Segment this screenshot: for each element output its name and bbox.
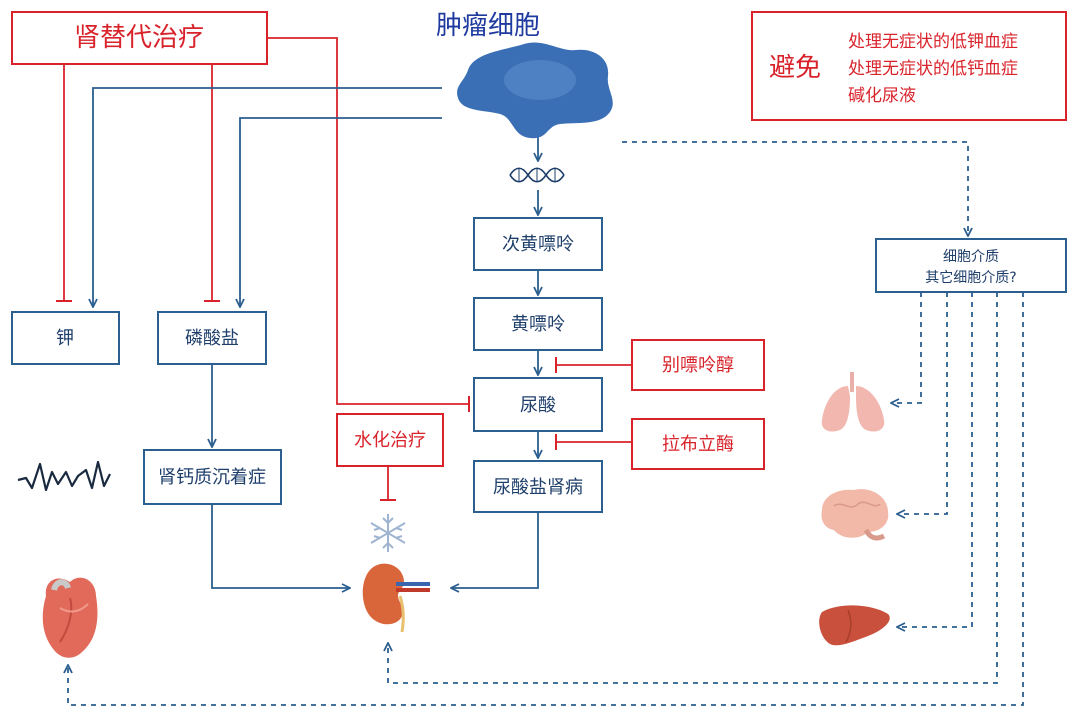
liver-icon [819, 605, 890, 646]
potassium-label: 钾 [56, 328, 74, 349]
brain-icon [821, 489, 889, 541]
allopurinol-box: 别嘌呤醇 [631, 339, 765, 391]
phosphate-label: 磷酸盐 [185, 328, 239, 349]
dashed-connectors [68, 141, 1024, 706]
uric-acid-label: 尿酸 [520, 395, 556, 416]
xanthine-label: 黄嘌呤 [511, 314, 565, 335]
blue-connectors [93, 87, 538, 588]
tumor-cell-label: 肿瘤细胞 [436, 11, 540, 41]
renal-replacement-box: 肾替代治疗 [11, 11, 268, 65]
phosphate-box: 磷酸盐 [157, 311, 267, 365]
cytokines-box: 细胞介质 其它细胞介质? [875, 238, 1067, 293]
hydration-box: 水化治疗 [336, 413, 444, 467]
hypoxanthine-box: 次黄嘌呤 [473, 217, 603, 271]
tumor-cell-icon [457, 42, 613, 139]
cytokines-line-2: 其它细胞介质? [925, 269, 1016, 286]
nephrocalcinosis-box: 肾钙质沉着症 [143, 449, 282, 505]
kidney-icon [362, 563, 430, 633]
allopurinol-label: 别嘌呤醇 [662, 355, 734, 376]
dna-icon [509, 167, 565, 183]
hypoxanthine-label: 次黄嘌呤 [502, 234, 574, 255]
heart-icon [42, 577, 98, 658]
uric-acid-box: 尿酸 [473, 377, 603, 432]
hydration-label: 水化治疗 [354, 430, 426, 451]
avoid-item-1: 处理无症状的低钾血症 [848, 32, 1018, 52]
ecg-icon [17, 460, 111, 492]
urate-nephropathy-box: 尿酸盐肾病 [473, 460, 603, 513]
avoid-item-2: 处理无症状的低钙血症 [848, 59, 1018, 79]
avoid-box: 避免 处理无症状的低钾血症 处理无症状的低钙血症 碱化尿液 [751, 11, 1067, 121]
rasburicase-box: 拉布立酶 [631, 418, 765, 470]
potassium-box: 钾 [11, 311, 120, 365]
snowflake-icon [370, 514, 406, 552]
renal-replacement-label: 肾替代治疗 [74, 23, 204, 53]
cytokines-line-1: 细胞介质 [943, 249, 999, 265]
xanthine-box: 黄嘌呤 [473, 297, 603, 351]
lungs-icon [821, 372, 885, 432]
urate-nephropathy-label: 尿酸盐肾病 [493, 477, 583, 498]
avoid-title: 避免 [769, 53, 821, 83]
avoid-item-3: 碱化尿液 [848, 86, 916, 106]
rasburicase-label: 拉布立酶 [662, 434, 734, 455]
red-connectors [56, 37, 632, 501]
nephrocalcinosis-label: 肾钙质沉着症 [158, 467, 266, 488]
